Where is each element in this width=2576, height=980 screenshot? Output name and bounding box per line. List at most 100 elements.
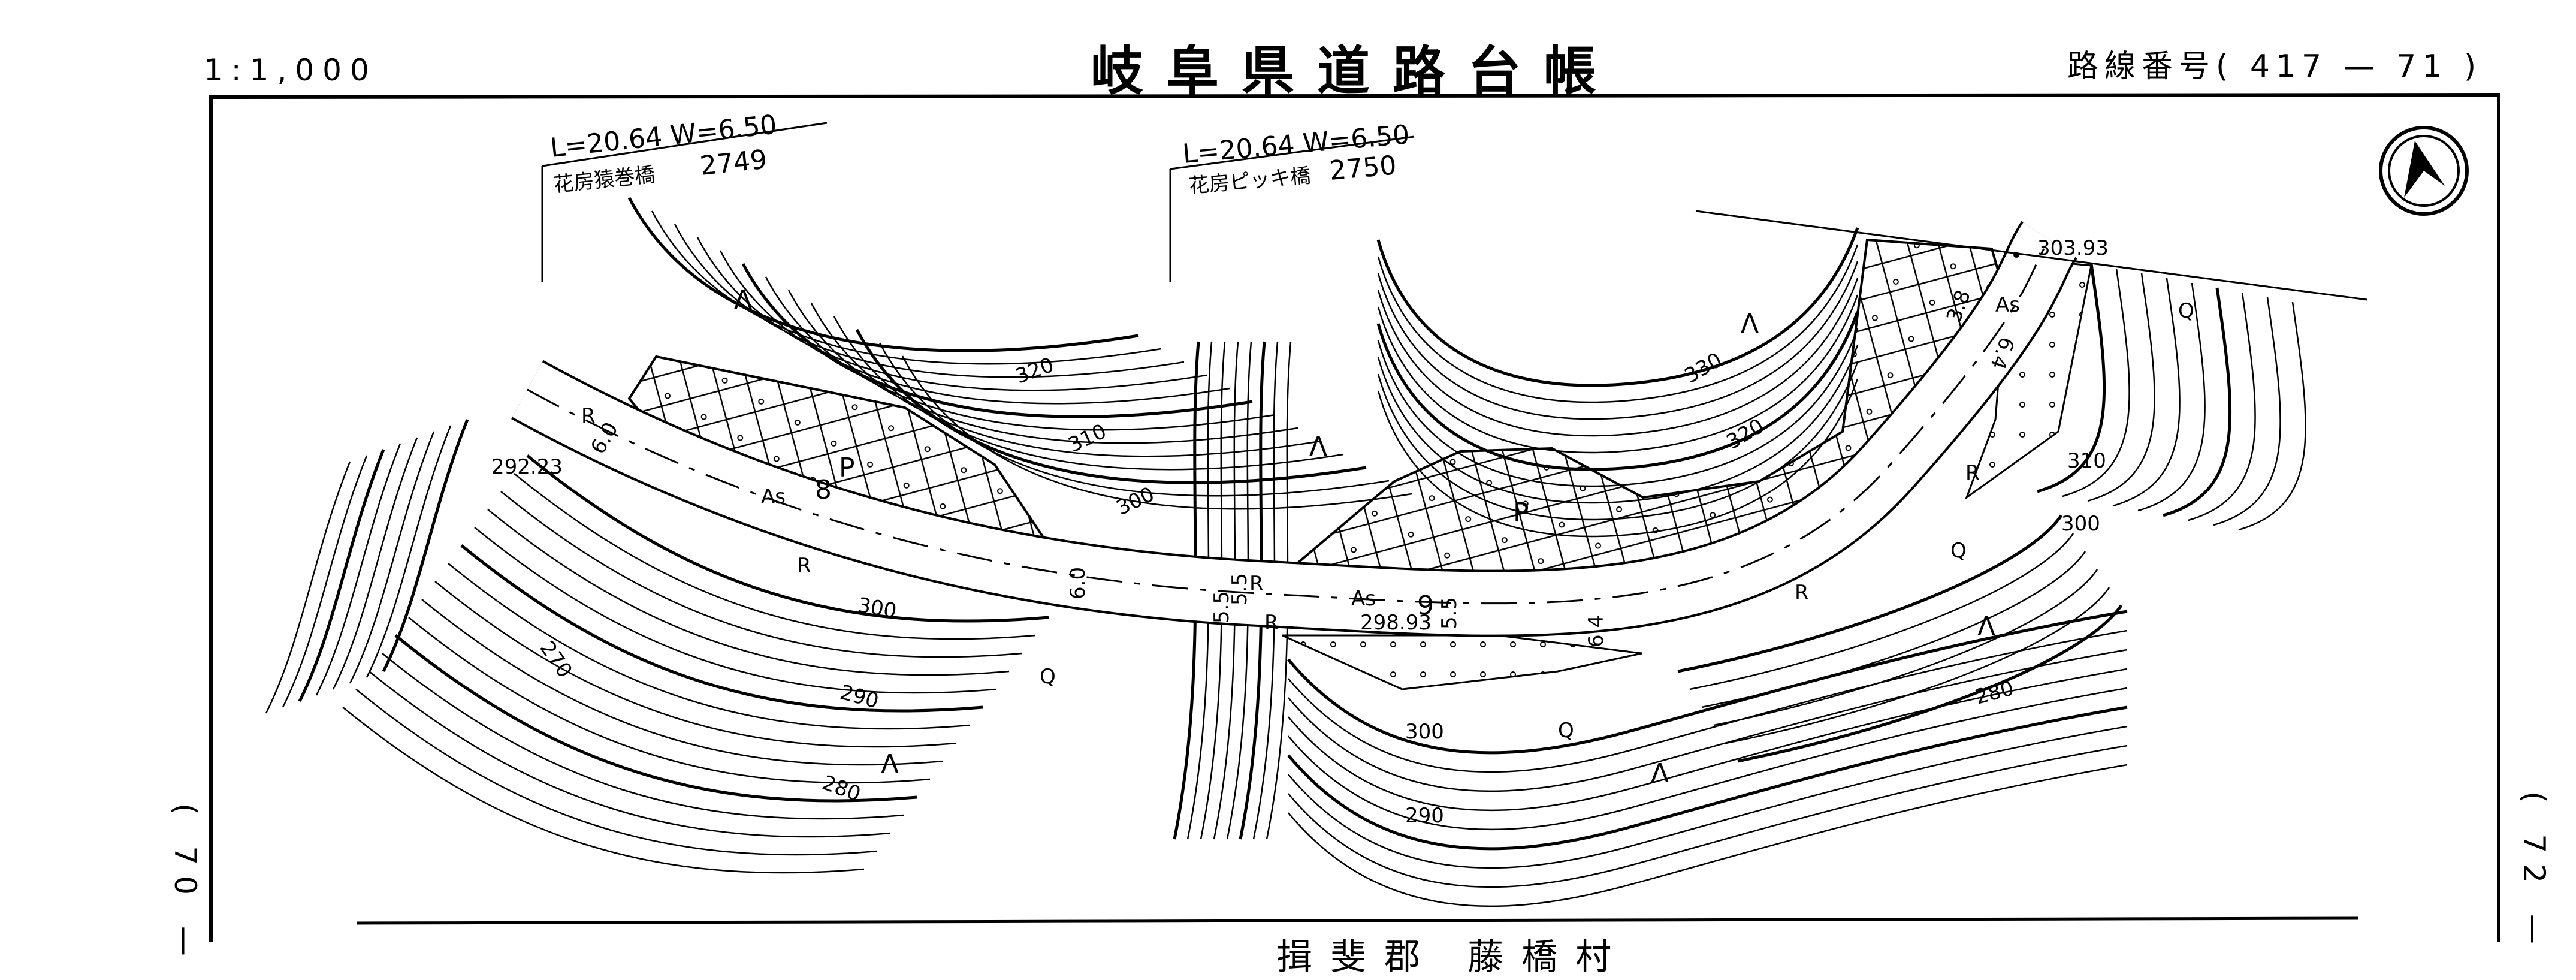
elevation-label: 303.93 xyxy=(2037,236,2109,260)
previous-sheet-link[interactable]: ( 70 — xyxy=(168,803,203,967)
route-number: 路線番号( 417 — 71 ) xyxy=(2067,49,2483,85)
surface-code-retaining: R xyxy=(797,554,811,578)
contour-line xyxy=(1288,764,2128,907)
contour-line xyxy=(342,707,865,874)
contour-label: 290 xyxy=(1405,804,1444,828)
contour-label: 300 xyxy=(1113,482,1158,520)
station-number: 9 xyxy=(1417,590,1434,621)
broadleaf-symbol: Q xyxy=(1040,665,1056,689)
elevation-label: 298.93 xyxy=(1360,611,1432,635)
road-centerline xyxy=(527,239,2050,605)
contour-line xyxy=(298,449,385,702)
contour-line xyxy=(366,425,452,678)
contour-line xyxy=(514,473,1036,640)
contour-line xyxy=(2163,287,2232,517)
road-width: 5.5 xyxy=(1228,573,1252,605)
contour-line xyxy=(460,544,983,713)
contour-line xyxy=(787,290,1298,444)
sheet-boundary xyxy=(1695,210,2367,301)
station-number: 8 xyxy=(815,475,832,505)
elevation-label: 292.23 xyxy=(491,455,563,479)
contour-line xyxy=(627,197,1139,352)
forest-symbol: Λ xyxy=(1651,758,1669,789)
contour-line xyxy=(282,455,368,708)
contour-label: 320 xyxy=(1723,414,1768,454)
contour-line xyxy=(765,276,1276,431)
contour-line xyxy=(696,237,1207,391)
contour-line xyxy=(2037,263,2106,493)
contour-line xyxy=(265,461,351,714)
surface-code-asphalt: As xyxy=(761,485,786,509)
surface-code-pavement: P xyxy=(1513,497,1529,528)
contour-label: 300 xyxy=(856,593,898,623)
frame-border xyxy=(209,92,2500,942)
elevation-point xyxy=(2013,252,2019,258)
contour-line xyxy=(1288,744,2128,888)
contour-line xyxy=(1677,514,2063,673)
contour-line xyxy=(394,634,917,803)
surface-code-retaining: R xyxy=(1264,611,1279,635)
contour-line xyxy=(434,581,957,748)
contour-line xyxy=(2087,273,2155,502)
contour-label: 300 xyxy=(1405,720,1444,744)
contour-label: 270 xyxy=(535,637,577,682)
forest-symbol: Λ xyxy=(1741,309,1759,339)
contour-line xyxy=(2137,282,2206,512)
surface-code-asphalt: As xyxy=(1995,293,2020,317)
contour-line xyxy=(1725,587,2110,744)
road-width: 6.0 xyxy=(1066,567,1090,599)
contour-line xyxy=(1288,725,2128,869)
bridge-name: 花房猿巻橋 xyxy=(552,162,656,197)
contour-line xyxy=(2238,301,2306,531)
contour-line xyxy=(1713,569,2098,726)
forest-symbol: Λ xyxy=(881,749,899,780)
broadleaf-symbol: Q xyxy=(1950,539,1967,563)
contour-line xyxy=(369,671,891,838)
contour-line xyxy=(382,419,469,673)
contour-label: 320 xyxy=(1012,353,1057,389)
road-width: 5.5 xyxy=(1210,591,1234,623)
contour-line xyxy=(1701,551,2086,708)
bridge-name: 花房ピッキ橋 xyxy=(1188,164,1312,198)
forest-symbol: Λ xyxy=(734,285,752,315)
contour-line xyxy=(855,328,1367,484)
contour-line xyxy=(2112,278,2181,507)
contour-line xyxy=(878,342,1390,497)
map-scale: 1:1,000 xyxy=(204,53,378,88)
forest-symbol: Λ xyxy=(1309,432,1327,462)
contour-line xyxy=(741,263,1253,418)
contour-line xyxy=(1288,668,2128,812)
bridge-label-1: L=20.64 W=6.50 花房猿巻橋 2749 xyxy=(541,110,828,282)
contour-line xyxy=(474,527,996,694)
contour-line xyxy=(2213,297,2281,526)
contour-line xyxy=(1377,328,1859,487)
contour-line xyxy=(901,355,1412,510)
bridge-label-2: L=20.64 W=6.50 花房ピッキ橋 2750 xyxy=(1169,119,1415,282)
contour-line xyxy=(448,563,970,730)
contour-line xyxy=(408,617,931,784)
contour-line xyxy=(382,653,904,820)
contour-line xyxy=(1376,227,1859,387)
bridge-number: 2749 xyxy=(699,144,769,182)
contour-line xyxy=(1377,294,1859,454)
surface-code-retaining: R xyxy=(1249,572,1264,596)
north-arrow-icon xyxy=(2379,126,2469,216)
surface-code-retaining: R xyxy=(1795,581,1809,605)
bridge-number: 2750 xyxy=(1328,150,1398,186)
broadleaf-symbol: Q xyxy=(2178,299,2194,323)
road-width: 6.4 xyxy=(1584,615,1608,647)
surface-code-pavement: P xyxy=(839,453,855,483)
contour-line xyxy=(526,454,1049,623)
contour-line xyxy=(1689,533,2074,690)
surface-code-retaining: R xyxy=(581,404,596,428)
contour-line xyxy=(487,509,1010,676)
contour-line xyxy=(1287,610,2128,755)
surface-code-asphalt: As xyxy=(1351,587,1376,611)
contour-line xyxy=(421,599,944,766)
contour-line xyxy=(1376,311,1859,471)
road-width: 5.5 xyxy=(1438,597,1461,629)
contour-line xyxy=(651,210,1162,365)
forest-symbol: Λ xyxy=(1977,611,1995,642)
contour-lines xyxy=(265,197,2306,907)
next-sheet-link[interactable]: ( 72 — xyxy=(2517,791,2551,955)
